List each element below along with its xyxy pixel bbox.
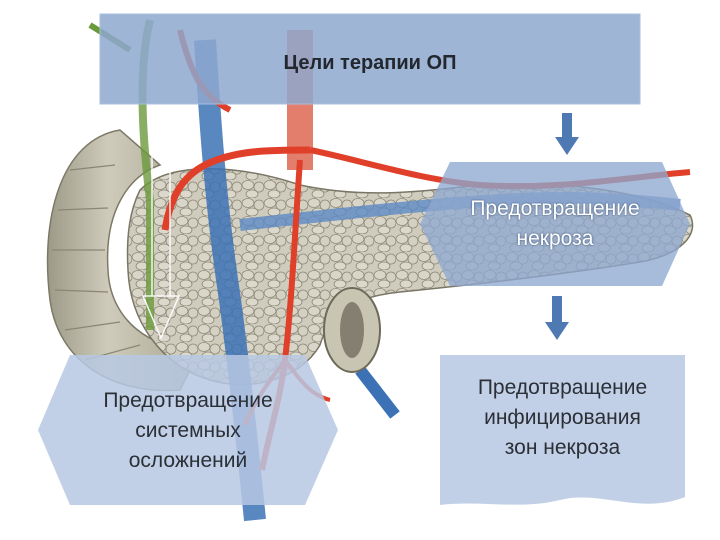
infection-box bbox=[440, 355, 685, 505]
mesenteric-vein bbox=[355, 366, 400, 419]
arrow-down-icon bbox=[545, 296, 569, 340]
arrow-down-outline-icon bbox=[141, 105, 181, 340]
necrosis-box bbox=[420, 162, 690, 286]
systemic-box bbox=[38, 355, 338, 505]
title-box bbox=[99, 13, 641, 105]
title: Цели терапии ОП bbox=[283, 52, 457, 74]
systemic-label: Предотвращение системных осложнений bbox=[103, 389, 273, 472]
necrosis-label: Предотвращение некроза bbox=[470, 197, 640, 250]
hepatic-artery bbox=[161, 146, 311, 231]
infection-label: Предотвращение инфицирования зон некроза bbox=[477, 376, 648, 459]
arrow-down-icon bbox=[555, 113, 579, 155]
